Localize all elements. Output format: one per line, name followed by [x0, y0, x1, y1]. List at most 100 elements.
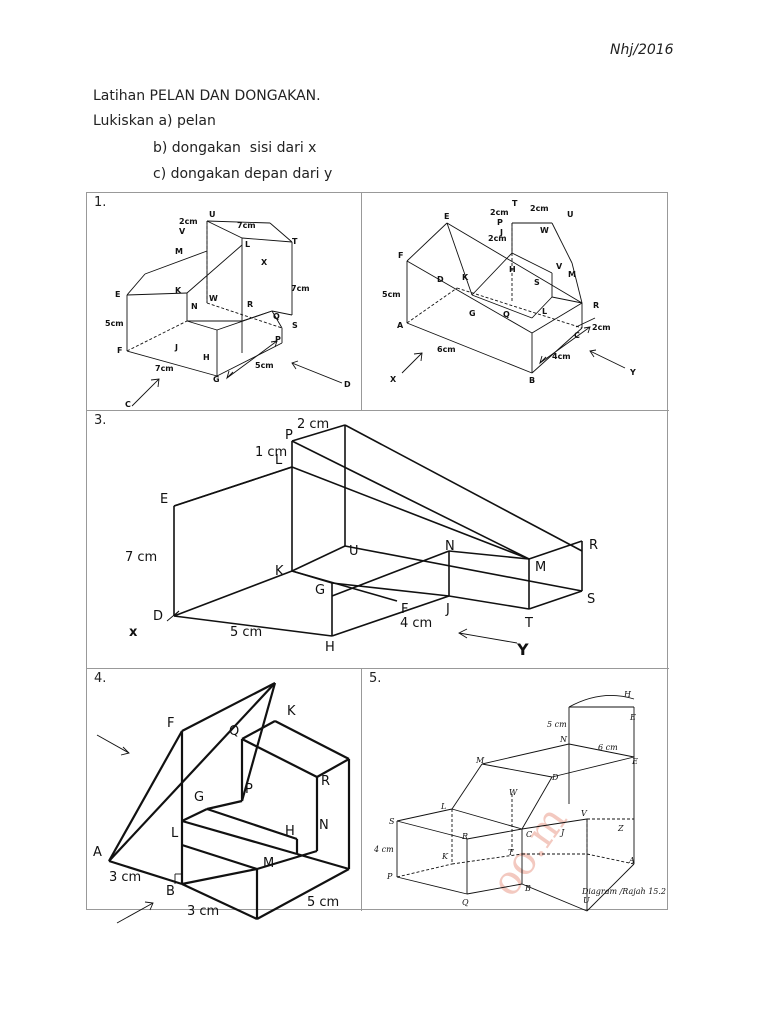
- diagram-label: N: [445, 539, 455, 554]
- diagram-label: Q: [229, 724, 239, 739]
- diagram-label: R: [589, 538, 598, 553]
- diagram-label: S: [534, 278, 540, 287]
- diagram-label: 1 cm: [255, 445, 287, 460]
- diagram-label: H: [203, 353, 210, 362]
- diagram-label: G: [213, 375, 220, 384]
- diagram-label: M: [475, 756, 485, 765]
- diagram-label: N: [559, 735, 568, 744]
- question-5-number: 5.: [369, 671, 382, 686]
- exercise-grid: 1.: [86, 192, 669, 924]
- diagram-label: M: [263, 856, 274, 871]
- diagram-label: 7cm: [237, 221, 256, 230]
- diagram-label: S: [587, 592, 595, 607]
- diagram-label: R: [461, 832, 468, 841]
- diagram-label: Q: [503, 310, 510, 319]
- diagram-label: 2 cm: [297, 417, 329, 432]
- diagram-label: 5 cm: [547, 720, 567, 729]
- diagram-label: C: [526, 830, 532, 839]
- diagram-label: P: [245, 782, 253, 797]
- diagram-label: M: [535, 560, 546, 575]
- diagram-label: U: [209, 210, 216, 219]
- diagram-label: H: [285, 824, 295, 839]
- diagram-label: D: [437, 275, 444, 284]
- exercise-title: Latihan PELAN DAN DONGAKAN.: [93, 88, 321, 104]
- diagram-label: M: [568, 270, 576, 279]
- diagram-label: N: [319, 818, 329, 833]
- diagram-label: 5cm: [255, 361, 274, 370]
- diagram-label: K: [462, 273, 469, 282]
- diagram-label: X: [390, 375, 397, 384]
- diagram-label: L: [245, 240, 250, 249]
- diagram-label: E: [115, 290, 120, 299]
- diagram-label: 5cm: [105, 319, 124, 328]
- diagram-label: P: [275, 335, 281, 344]
- question-3-number: 3.: [94, 413, 107, 428]
- diagram-label: F: [167, 716, 174, 731]
- question-5-cell: 5. oo.m: [362, 669, 669, 912]
- diagram-label: R: [247, 300, 253, 309]
- diagram-label: E: [631, 757, 638, 766]
- diagram-label: 2cm: [592, 323, 611, 332]
- diagram-label: M: [175, 247, 183, 256]
- diagram-label: D: [153, 609, 163, 624]
- question-1-number: 1.: [94, 195, 107, 210]
- diagram-label: X: [261, 258, 268, 267]
- diagram-label: T: [292, 237, 298, 246]
- diagram-label: P: [497, 218, 503, 227]
- diagram-label: L: [275, 453, 283, 468]
- diagram-label: Z: [617, 824, 624, 833]
- diagram-label: R: [321, 774, 330, 789]
- diagram-label: J: [445, 602, 450, 617]
- diagram-label: U: [567, 210, 574, 219]
- diagram-label: V: [556, 262, 563, 271]
- diagram-label: 3 cm: [187, 904, 219, 919]
- diagram-label: 7 cm: [125, 550, 157, 565]
- diagram-label: 5cm: [382, 290, 401, 299]
- question-4-number: 4.: [94, 671, 107, 686]
- diagram-label: P: [386, 872, 393, 881]
- diagram-label: 4cm: [552, 352, 571, 361]
- diagram-label: T: [508, 848, 514, 857]
- question-3-cell: 3.: [87, 411, 669, 669]
- diagram-label: 6 cm: [598, 743, 618, 752]
- diagram-label: T: [524, 616, 533, 631]
- diagram-label: 5 cm: [230, 625, 262, 640]
- instruction-c: c) dongakan depan dari y: [153, 166, 333, 182]
- diagram-label: L: [440, 802, 446, 811]
- diagram-label: H: [623, 690, 632, 699]
- diagram-label: J: [559, 828, 565, 837]
- diagram-label: S: [389, 817, 395, 826]
- diagram-label: G: [469, 309, 476, 318]
- question-1-cell: 1.: [87, 193, 362, 411]
- diagram-label: A: [397, 321, 404, 330]
- diagram-label: Diagram /Rajah 15.2: [581, 887, 666, 896]
- diagram-label: U: [349, 544, 359, 559]
- header-date: Nhj/2016: [610, 42, 674, 58]
- diagram-label: N: [191, 302, 198, 311]
- diagram-label: 6cm: [437, 345, 456, 354]
- diagram-label: K: [287, 704, 296, 719]
- diagram-label: T: [512, 199, 518, 208]
- diagram-label: L: [171, 826, 179, 841]
- diagram-label: K: [441, 852, 449, 861]
- question-4-cell: 4. K F Q R: [87, 669, 362, 924]
- diagram-label: J: [174, 343, 178, 352]
- diagram-label: 2cm: [490, 208, 509, 217]
- diagram-label: 4 cm: [400, 616, 432, 631]
- diagram-label: J: [499, 228, 503, 237]
- diagram-label: W: [509, 788, 518, 797]
- diagram-label: F: [401, 602, 408, 617]
- diagram-label: P: [285, 428, 293, 443]
- diagram-label: C: [125, 400, 131, 409]
- diagram-label: H: [325, 640, 335, 655]
- instruction-b: b) dongakan sisi dari x: [153, 140, 317, 156]
- diagram-label: L: [542, 307, 547, 316]
- diagram-label: S: [292, 321, 298, 330]
- diagram-label: B: [524, 884, 531, 893]
- diagram-label: R: [593, 301, 599, 310]
